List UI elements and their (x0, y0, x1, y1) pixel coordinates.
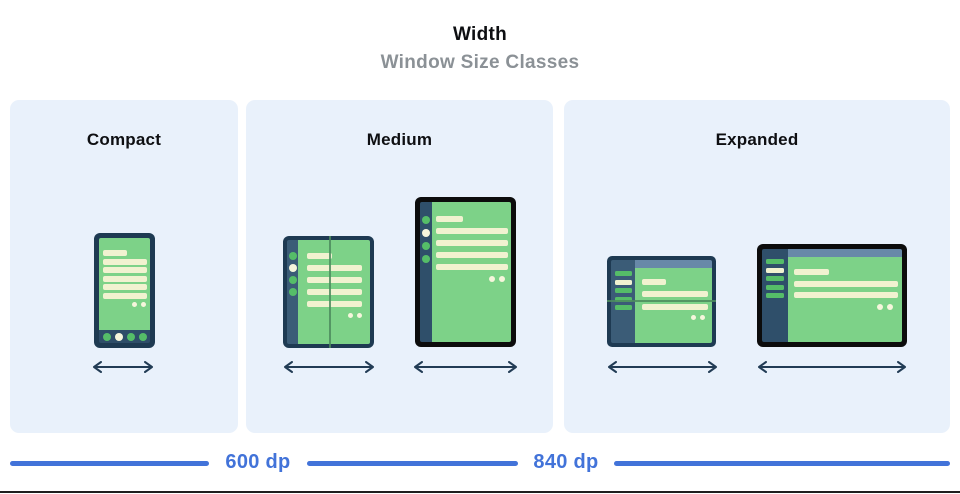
skeleton-dot (357, 313, 362, 318)
foldable-screen (635, 268, 712, 343)
panel-compact-title: Compact (86, 130, 162, 149)
skeleton-line (642, 279, 666, 285)
skeleton-line (794, 292, 898, 298)
tablet-landscape-illustration (757, 244, 907, 347)
skeleton-dot (489, 276, 495, 282)
panel-medium-title: Medium (366, 130, 433, 149)
nav-dot (138, 332, 147, 341)
fold-line (607, 300, 716, 302)
rail-item (614, 271, 632, 276)
bottom-border-line (0, 491, 960, 493)
tablet-main-area (788, 249, 902, 342)
skeleton-dots (298, 313, 362, 318)
rail-item (614, 296, 632, 302)
phone-device-illustration (94, 233, 155, 348)
width-arrow-icon (412, 360, 519, 374)
skeleton-dot (348, 313, 353, 318)
skeleton-line (642, 303, 708, 310)
nav-dot (126, 332, 135, 341)
diagram-subtitle: Window Size Classes (380, 52, 580, 73)
skeleton-line (307, 289, 362, 295)
nav-rail (762, 249, 788, 342)
skeleton-line (642, 290, 708, 297)
width-arrow-icon (756, 360, 908, 374)
fold-line (329, 236, 331, 348)
skeleton-dots (432, 276, 505, 282)
skeleton-line (436, 240, 508, 246)
skeleton-dot (700, 315, 705, 320)
foldable-main-area (635, 260, 712, 343)
skeleton-line (794, 280, 898, 287)
tablet-screen (788, 257, 902, 342)
skeleton-dot (141, 301, 146, 307)
rail-dot (288, 264, 297, 272)
nav-dot (102, 332, 111, 341)
skeleton-dot (691, 315, 696, 320)
skeleton-dot (877, 303, 883, 310)
skeleton-line (307, 301, 362, 307)
rail-dot (288, 276, 297, 284)
skeleton-line (103, 284, 147, 290)
skeleton-dots (99, 301, 146, 307)
nav-rail (287, 240, 298, 344)
skeleton-dots (635, 315, 705, 320)
nav-dot (114, 332, 123, 341)
width-arrow-icon (282, 360, 376, 374)
rail-dot (422, 255, 430, 263)
skeleton-line (307, 253, 332, 259)
rail-item (614, 279, 632, 285)
rail-item (766, 267, 784, 273)
foldable-portrait-illustration (283, 236, 374, 348)
skeleton-line (103, 250, 127, 256)
rail-item (614, 288, 632, 293)
tablet-portrait-illustration (415, 197, 516, 347)
app-bar (635, 260, 712, 268)
rail-dot (422, 216, 430, 224)
app-bar (788, 249, 902, 257)
rail-item (614, 305, 632, 310)
rail-item (766, 284, 784, 290)
phone-nav-bar (99, 330, 150, 343)
skeleton-line (436, 228, 508, 234)
rail-dot (288, 252, 297, 260)
breakpoint-840dp-label: 840 dp (533, 451, 599, 473)
panel-medium: Medium (246, 100, 553, 433)
rail-dot (422, 242, 430, 250)
diagram-title: Width (452, 24, 508, 45)
skeleton-line (103, 258, 147, 265)
foldable-screen (298, 240, 370, 344)
skeleton-dot (132, 301, 137, 307)
skeleton-dot (887, 303, 893, 310)
panel-expanded: Expanded (564, 100, 950, 433)
ruler-segment (614, 461, 950, 466)
rail-item (766, 293, 784, 298)
width-arrow-icon (606, 360, 719, 374)
breakpoint-600dp-label: 600 dp (225, 451, 291, 473)
rail-item (766, 276, 784, 281)
skeleton-line (794, 269, 829, 275)
skeleton-line (436, 264, 508, 270)
nav-rail (420, 202, 432, 342)
skeleton-line (103, 292, 147, 299)
phone-screen (99, 238, 150, 330)
rail-dot (288, 288, 297, 296)
width-arrow-icon (91, 360, 155, 374)
skeleton-line (436, 252, 508, 258)
rail-item (766, 259, 784, 264)
skeleton-line (307, 265, 362, 271)
skeleton-line (436, 216, 463, 222)
skeleton-line (307, 277, 362, 283)
skeleton-line (103, 275, 147, 282)
ruler-segment (10, 461, 209, 466)
ruler-segment (307, 461, 518, 466)
panel-compact: Compact (10, 100, 238, 433)
skeleton-dot (499, 276, 505, 282)
skeleton-line (103, 267, 147, 273)
rail-dot (422, 229, 430, 237)
panel-expanded-title: Expanded (715, 130, 799, 149)
skeleton-dots (788, 303, 893, 310)
foldable-landscape-illustration (607, 256, 716, 347)
tablet-screen (432, 202, 511, 342)
